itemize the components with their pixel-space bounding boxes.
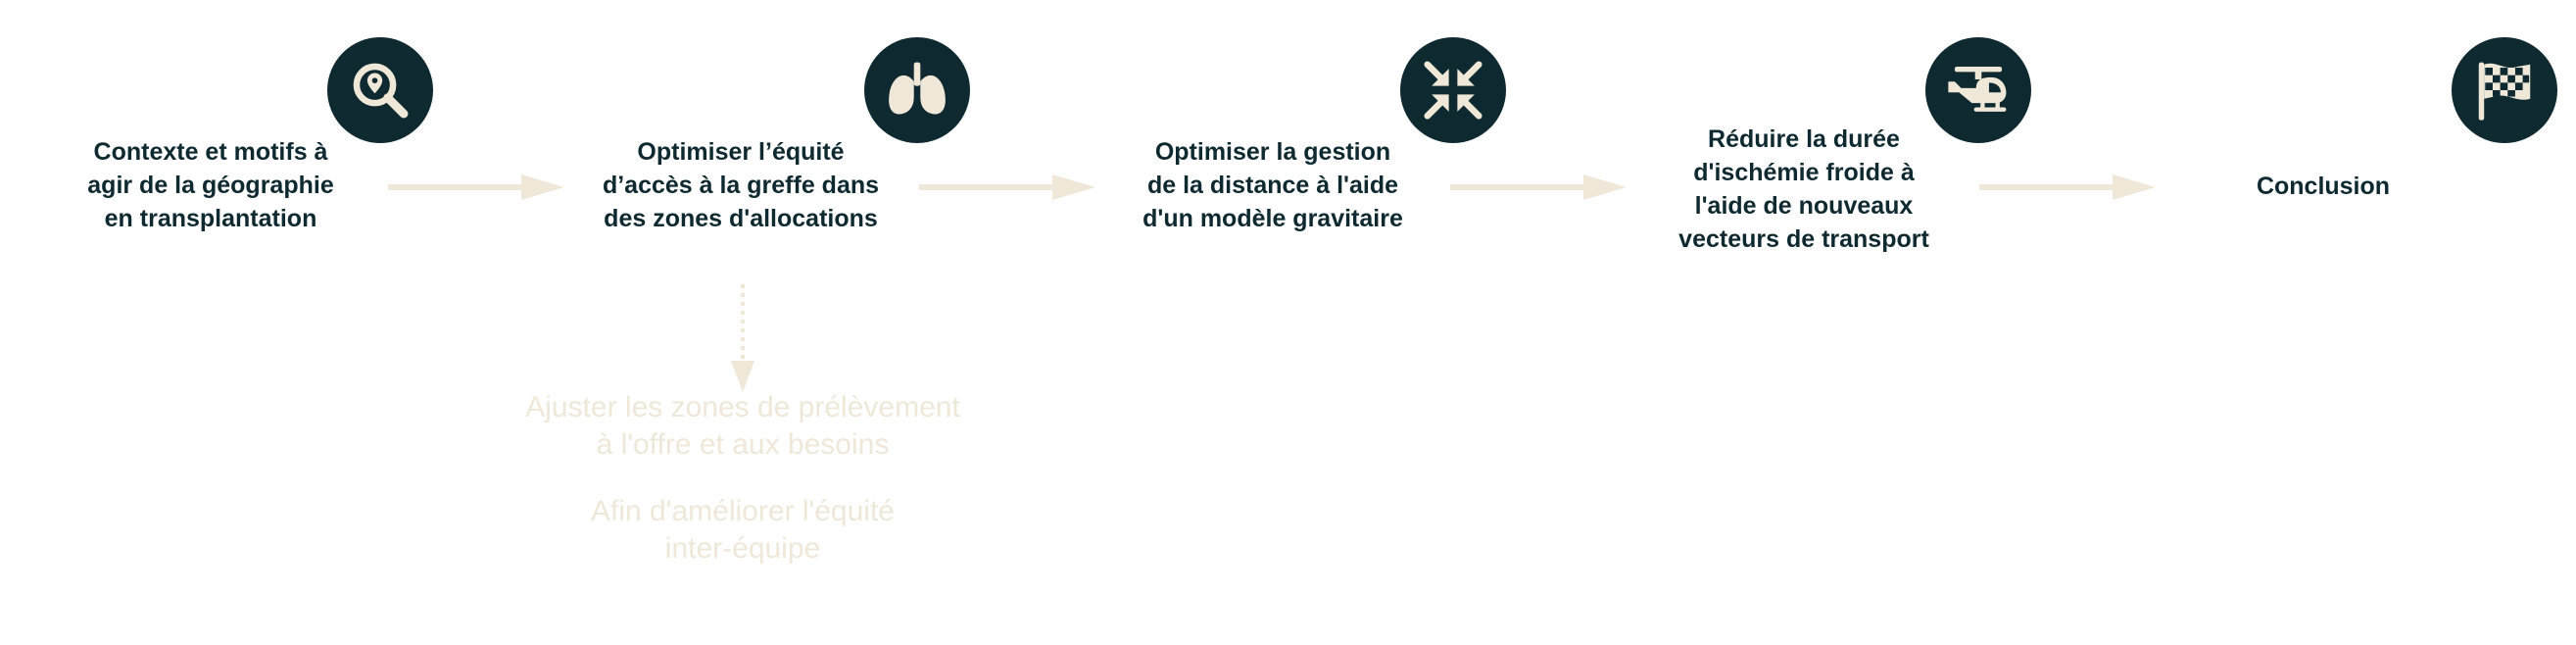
sub-branch-text-1: Ajuster les zones de prélèvement à l'off… [525, 391, 960, 461]
arrow-3-4 [1450, 174, 1627, 200]
helicopter-icon [1948, 66, 2007, 112]
step-3-label: Optimiser la gestion de la distance à l'… [1142, 138, 1403, 232]
sub-branch-arrow [731, 284, 754, 392]
arrow-1-2 [388, 174, 564, 200]
checkered-flag-icon [2478, 62, 2531, 121]
step-5-label: Conclusion [2256, 173, 2391, 200]
step-4-label: Réduire la durée d'ischémie froide à l'a… [1678, 125, 1929, 253]
arrow-2-3 [919, 174, 1095, 200]
compress-arrows-icon [1424, 61, 1482, 120]
lungs-icon [889, 62, 946, 115]
step-1-icon-circle [327, 37, 433, 143]
step-1-label: Contexte et motifs à agir de la géograph… [87, 138, 334, 232]
sub-branch-text-2: Afin d'améliorer l'équité inter-équipe [591, 495, 895, 565]
step-2-icon-circle [864, 37, 970, 143]
step-2-label: Optimiser l’équité d’accès à la greffe d… [602, 138, 880, 232]
step-5-icon-circle [2452, 37, 2557, 143]
arrow-4-5 [1979, 174, 2156, 200]
search-location-icon [353, 63, 409, 119]
step-3-icon-circle [1400, 37, 1506, 143]
step-4-icon-circle [1925, 37, 2031, 143]
